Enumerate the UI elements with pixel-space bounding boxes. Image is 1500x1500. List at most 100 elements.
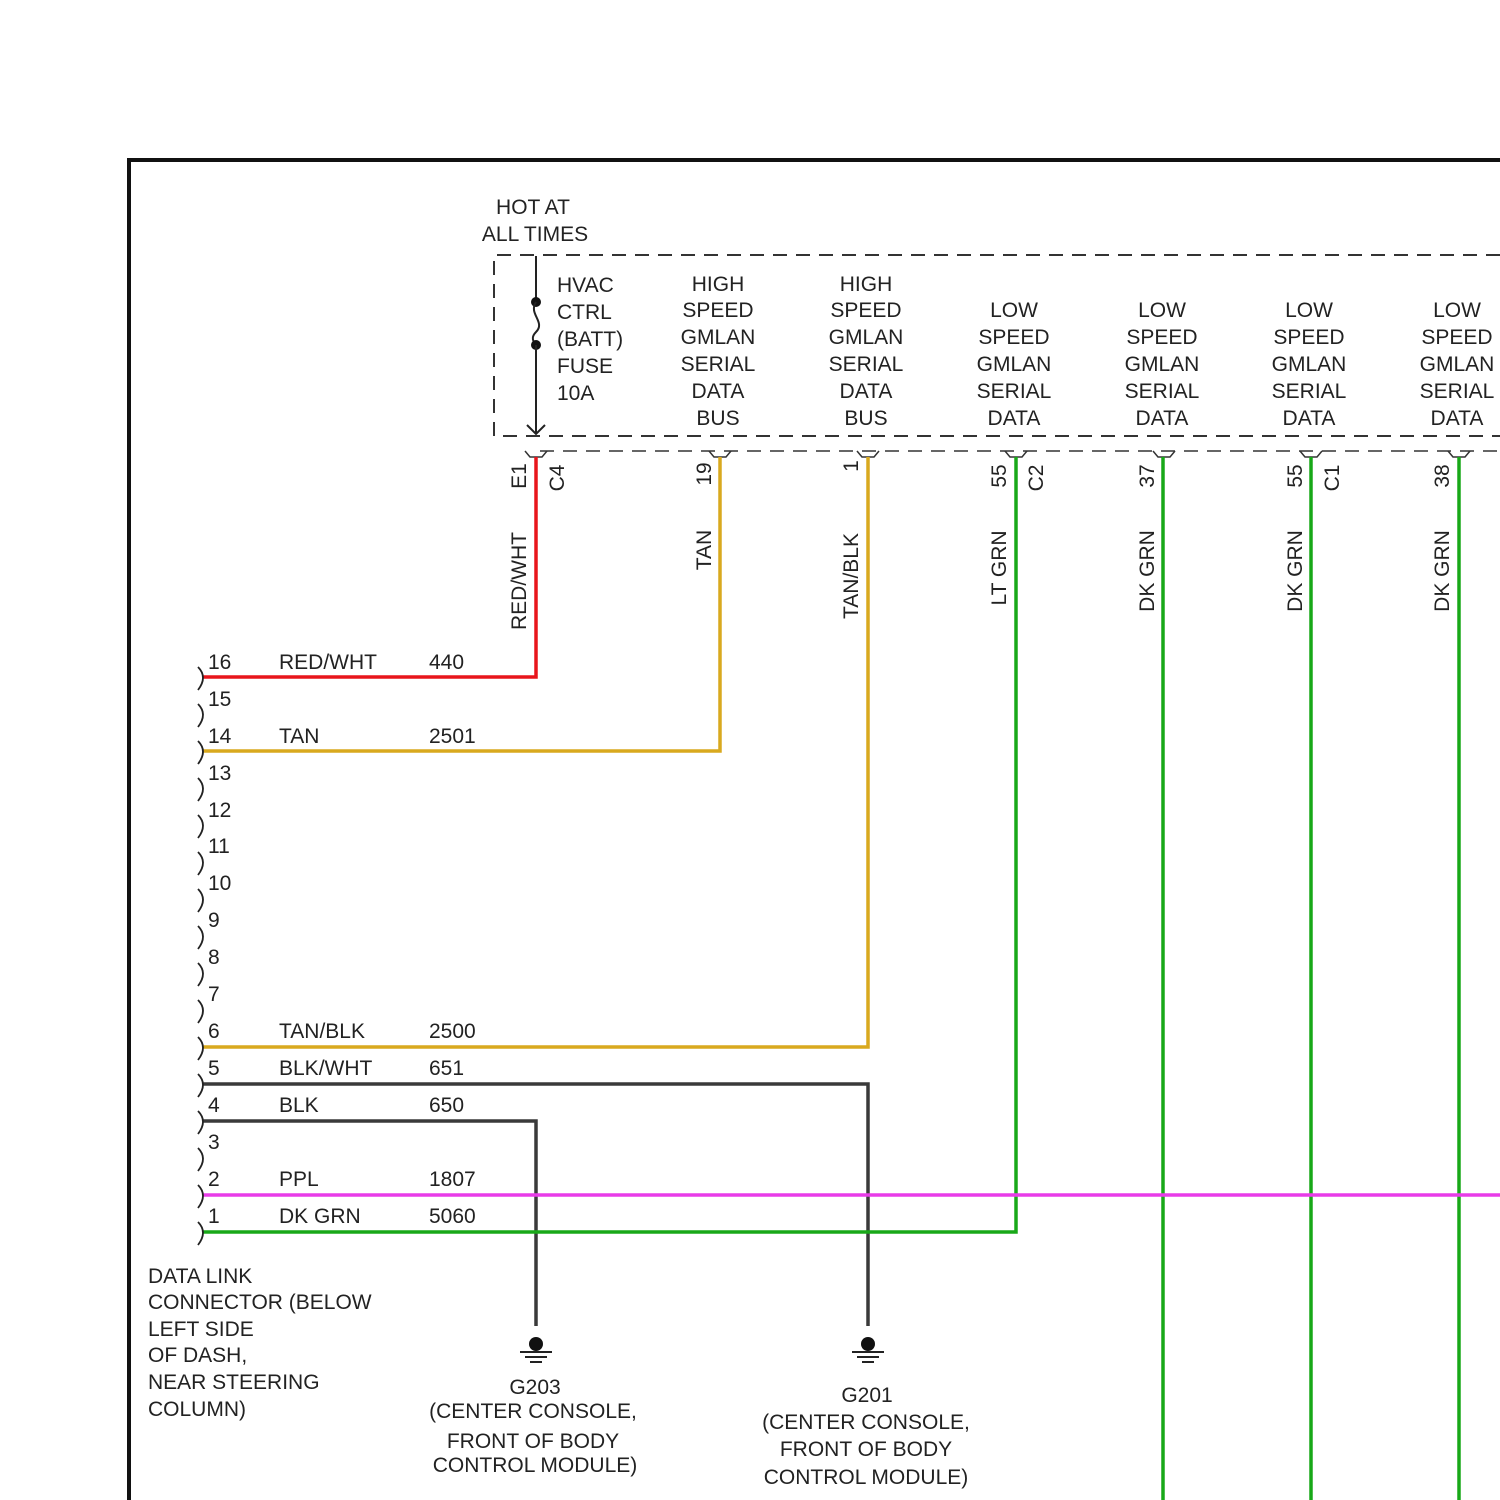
dlc-pin-2-color: PPL [279,1168,319,1191]
svg-text:CONTROL MODULE): CONTROL MODULE) [433,1454,638,1477]
terminal-pin-38: 38 [1431,464,1454,487]
svg-text:(CENTER CONSOLE,: (CENTER CONSOLE, [429,1400,637,1423]
dlc-pin-1-color: DK GRN [279,1205,361,1228]
wire-lt-grn-5060 [203,457,1016,1232]
svg-text:SERIAL: SERIAL [681,353,756,376]
svg-text:G201: G201 [841,1384,892,1407]
circuit-label-low-speed-4: LOW SPEED GMLAN SERIAL DATA [1420,299,1495,430]
svg-text:LOW: LOW [1433,299,1481,322]
svg-text:FRONT OF BODY: FRONT OF BODY [447,1430,619,1453]
dlc-pin-14-color: TAN [279,725,319,748]
circuit-label-low-speed-1: LOW SPEED GMLAN SERIAL DATA [977,299,1052,430]
circuit-label-low-speed-3: LOW SPEED GMLAN SERIAL DATA [1272,299,1347,430]
fuse-icon [527,256,545,434]
svg-text:GMLAN: GMLAN [977,353,1052,376]
dlc-pin-5-circuit: 651 [429,1057,464,1080]
svg-text:SERIAL: SERIAL [1125,380,1200,403]
svg-text:SERIAL: SERIAL [1420,380,1495,403]
terminal-pin-19: 19 [693,462,716,485]
dlc-pin-6-circuit: 2500 [429,1020,476,1043]
wire-label-tan-blk: TAN/BLK [840,533,863,619]
dlc-pin-10: 10 [208,872,231,895]
terminal-connector-c1: C1 [1321,465,1344,492]
svg-text:SPEED: SPEED [830,299,901,322]
svg-text:HIGH: HIGH [692,273,745,296]
terminal-pin-1: 1 [840,460,863,472]
dlc-pin-6-color: TAN/BLK [279,1020,365,1043]
dlc-pin-7: 7 [208,983,220,1006]
dlc-pin-1-circuit: 5060 [429,1205,476,1228]
dlc-pin-12: 12 [208,799,231,822]
svg-text:BUS: BUS [844,407,887,430]
svg-text:CONTROL MODULE): CONTROL MODULE) [764,1466,969,1489]
hot-at-all-times-label: HOT AT ALL TIMES [482,196,588,246]
svg-text:NEAR STEERING: NEAR STEERING [148,1371,320,1394]
wire-label-lt-grn: LT GRN [988,530,1011,605]
svg-text:10A: 10A [557,382,594,405]
wire-label-dk-grn-1: DK GRN [1136,530,1159,612]
dlc-pin-16-circuit: 440 [429,651,464,674]
svg-text:SPEED: SPEED [1126,326,1197,349]
terminal-connector-c4: C4 [546,464,569,491]
svg-text:GMLAN: GMLAN [1272,353,1347,376]
fuse-label: HVAC CTRL (BATT) FUSE 10A [557,274,623,405]
wire-label-dk-grn-2: DK GRN [1284,530,1307,612]
svg-text:SPEED: SPEED [1421,326,1492,349]
svg-text:DATA: DATA [988,407,1041,430]
svg-text:HVAC: HVAC [557,274,614,297]
svg-text:SERIAL: SERIAL [829,353,904,376]
ground-icon-g201 [852,1337,884,1362]
svg-text:LEFT SIDE: LEFT SIDE [148,1318,254,1341]
dlc-pin-5: 5 [208,1057,220,1080]
wire-label-tan: TAN [693,530,716,570]
svg-text:ALL TIMES: ALL TIMES [482,223,588,246]
dlc-pin-5-color: BLK/WHT [279,1057,373,1080]
wire-label-dk-grn-3: DK GRN [1431,530,1454,612]
svg-text:GMLAN: GMLAN [681,326,756,349]
svg-text:OF DASH,: OF DASH, [148,1344,247,1367]
svg-text:DATA: DATA [1431,407,1484,430]
wire-tan-2501 [203,457,720,751]
svg-text:CTRL: CTRL [557,301,612,324]
dlc-pin-8: 8 [208,946,220,969]
svg-text:DATA: DATA [692,380,745,403]
svg-text:G203: G203 [509,1376,560,1399]
dlc-pin-3: 3 [208,1131,220,1154]
svg-text:COLUMN): COLUMN) [148,1398,246,1421]
ground-label-g201: G201 (CENTER CONSOLE, FRONT OF BODY CONT… [762,1384,970,1489]
svg-text:FRONT OF BODY: FRONT OF BODY [780,1438,952,1461]
terminal-pin-37: 37 [1136,464,1159,487]
svg-text:HIGH: HIGH [840,273,893,296]
svg-text:DATA: DATA [840,380,893,403]
svg-text:GMLAN: GMLAN [829,326,904,349]
dlc-label: DATA LINK CONNECTOR (BELOW LEFT SIDE OF … [148,1265,372,1421]
dlc-pin-2-circuit: 1807 [429,1168,476,1191]
svg-text:LOW: LOW [1285,299,1333,322]
ground-label-g203: G203 (CENTER CONSOLE, FRONT OF BODY CONT… [429,1376,637,1477]
svg-text:SPEED: SPEED [978,326,1049,349]
svg-text:SERIAL: SERIAL [977,380,1052,403]
dlc-pin-1: 1 [208,1205,220,1228]
dlc-pin-14-circuit: 2501 [429,725,476,748]
wire-red-wht-440 [203,457,536,677]
terminal-pin-55-c2: 55 [988,464,1011,487]
svg-text:GMLAN: GMLAN [1420,353,1495,376]
terminal-pin-55-c1: 55 [1284,464,1307,487]
svg-text:DATA: DATA [1136,407,1189,430]
svg-text:(CENTER CONSOLE,: (CENTER CONSOLE, [762,1411,970,1434]
svg-text:LOW: LOW [1138,299,1186,322]
svg-text:SERIAL: SERIAL [1272,380,1347,403]
dlc-pin-4: 4 [208,1094,220,1117]
svg-text:(BATT): (BATT) [557,328,623,351]
terminal-chevrons [525,451,1470,457]
svg-text:DATA LINK: DATA LINK [148,1265,252,1288]
svg-text:LOW: LOW [990,299,1038,322]
svg-text:BUS: BUS [696,407,739,430]
circuit-label-high-speed-1: HIGH SPEED GMLAN SERIAL DATA BUS [681,273,756,430]
svg-text:HOT AT: HOT AT [496,196,570,219]
svg-text:SPEED: SPEED [1273,326,1344,349]
dlc-pin-13: 13 [208,762,231,785]
circuit-label-low-speed-2: LOW SPEED GMLAN SERIAL DATA [1125,299,1200,430]
dlc-pin-4-circuit: 650 [429,1094,464,1117]
dlc-pin-11: 11 [208,835,230,858]
